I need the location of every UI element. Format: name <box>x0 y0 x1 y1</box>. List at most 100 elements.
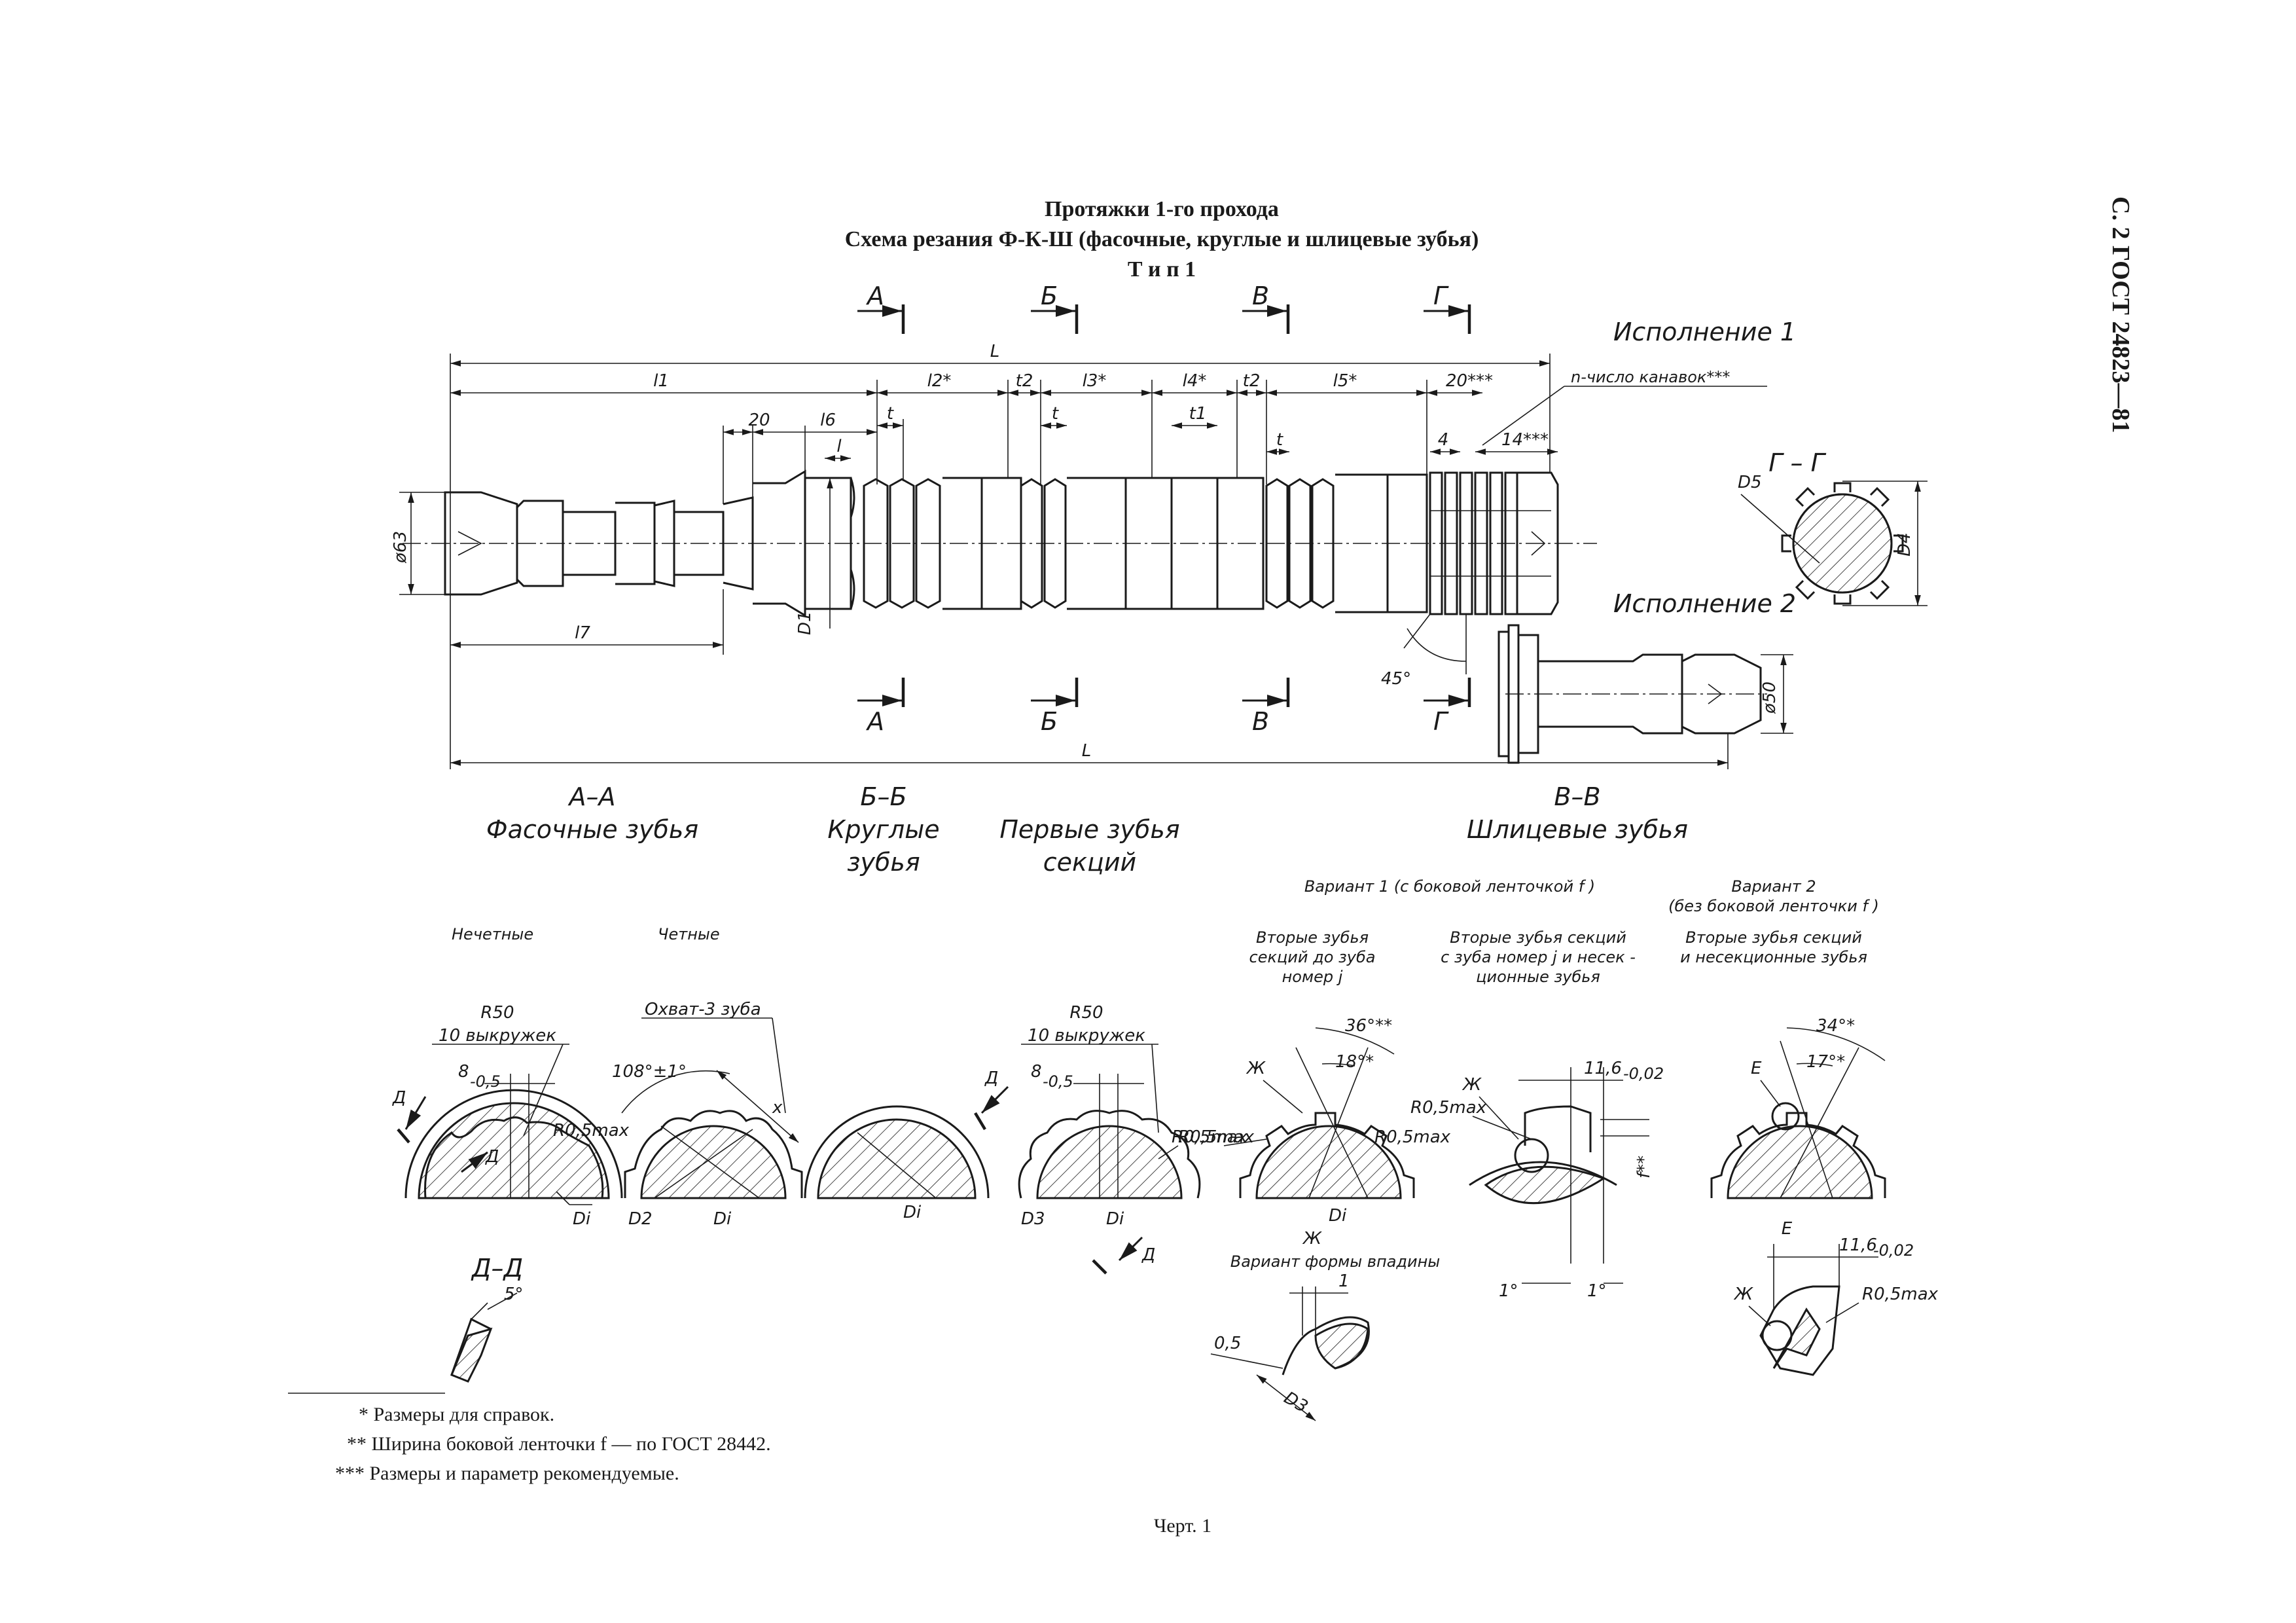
section-GG-title: Г – Г <box>1768 448 1826 477</box>
section-dd: Д–Д 5° <box>450 1254 524 1383</box>
v2-d116tol: -0,02 <box>1873 1241 1914 1260</box>
dim-l4: l4* <box>1183 371 1207 391</box>
dim-l6: l6 <box>820 410 836 430</box>
dim-l7: l7 <box>575 623 590 643</box>
v2-section: 34°* 17°* Е <box>1710 1016 1886 1199</box>
v2-e-title: Е <box>1782 1219 1793 1239</box>
v2-zh: Ж <box>1733 1285 1753 1304</box>
mark-V-top: В <box>1252 282 1269 310</box>
dim-t2-2: t2 <box>1243 371 1261 391</box>
dim-14: 14*** <box>1501 430 1549 450</box>
v1-col2-section: 11,6 -0,02 Ж R0,5max f** 1° 1° <box>1410 1059 1664 1301</box>
v1-Di: Di <box>1329 1206 1347 1226</box>
v1-col1-line3: номер j <box>1282 968 1343 986</box>
aa-Di-even: Di <box>713 1209 732 1229</box>
odd-label: Нечетные <box>452 925 533 943</box>
version-1-label: Исполнение 1 <box>1613 318 1796 346</box>
first-teeth-section: 8 -0,5 R50 10 выкружек Д R0,5max D3 Di Д <box>974 1003 1255 1275</box>
footnote-2: ** Ширина боковой ленточки f — по ГОСТ 2… <box>347 1433 771 1455</box>
cav-title: Вариант формы впадины <box>1230 1252 1441 1271</box>
v2-col-line1: Вторые зубья секций <box>1685 928 1862 947</box>
mark-A-bot: А <box>865 707 884 736</box>
broach-main-view: ø63 D1 L l1 l2* t2 l3* l4* t2 l5* 20*** <box>391 282 1796 769</box>
dd-title: Д–Д <box>471 1254 523 1283</box>
grooves-label: n-число канавок*** <box>1571 368 1730 386</box>
ft-b8tol: -0,5 <box>1043 1072 1073 1091</box>
cav-p05: 0,5 <box>1214 1334 1241 1353</box>
v1-d116tol: -0,02 <box>1623 1065 1664 1083</box>
dim-phi63: ø63 <box>391 531 410 564</box>
dim-D1: D1 <box>795 611 815 635</box>
bb-section: Di <box>804 1105 990 1222</box>
dim-l5: l5* <box>1333 371 1357 391</box>
cav-zh: Ж <box>1302 1229 1322 1249</box>
v1-a1-r: 1° <box>1587 1281 1607 1301</box>
v2-detail-e: Е 11,6 -0,02 Ж R0,5max <box>1733 1219 1939 1376</box>
aa-b8tol: -0,5 <box>470 1072 501 1091</box>
v1-zh2: Ж <box>1462 1075 1482 1095</box>
mark-G-bot: Г <box>1433 707 1449 736</box>
aa-odd-section: 8 -0,5 R50 10 выкружек Д Д R0,5max Di <box>392 1003 630 1229</box>
title-line-3: Т и п 1 <box>1128 257 1196 282</box>
v1-a18: 18°* <box>1335 1052 1374 1072</box>
dim-20-stars: 20*** <box>1446 371 1493 391</box>
v1-r05-r: R0,5max <box>1374 1127 1451 1147</box>
v1-col2-line3: ционные зубья <box>1476 968 1600 986</box>
aa-108: 108°±1° <box>612 1062 687 1082</box>
even-label: Четные <box>658 925 720 943</box>
footnote-3: *** Размеры и параметр рекомендуемые. <box>335 1463 679 1484</box>
dd-5deg: 5° <box>504 1285 524 1304</box>
bb-title: Б–Б <box>860 782 906 811</box>
dim-l1: l1 <box>653 371 669 391</box>
first-teeth-2: секций <box>1043 848 1136 877</box>
title-block: Протяжки 1-го прохода Схема резания Ф-К-… <box>845 197 1479 282</box>
title-line-1: Протяжки 1-го прохода <box>1045 197 1279 221</box>
dim-t-2: t <box>1052 404 1059 424</box>
page-header: С. 2 ГОСТ 24823—81 <box>2107 196 2134 433</box>
mark-V-bot: В <box>1252 707 1269 736</box>
mark-G-top: Г <box>1433 282 1449 310</box>
ft-d-mark-2: Д <box>1141 1245 1155 1265</box>
aa-r50: R50 <box>480 1003 514 1023</box>
aa-r05: R0,5max <box>553 1121 630 1140</box>
cavity-variant: Ж Вариант формы впадины 1 0,5 D3 <box>1210 1229 1441 1421</box>
v1-zh: Ж <box>1246 1059 1266 1078</box>
dim-L-top: L <box>990 342 1000 361</box>
v1-a1-l: 1° <box>1499 1281 1518 1301</box>
v1-f: f** <box>1634 1156 1654 1178</box>
aa-Di: Di <box>573 1209 591 1229</box>
dim-D4: D4 <box>1895 532 1914 556</box>
v1-a36: 36°** <box>1345 1016 1392 1036</box>
mark-A-top: А <box>865 282 884 310</box>
figure-caption: Черт. 1 <box>1154 1515 1211 1537</box>
dim-45deg: 45° <box>1381 669 1411 689</box>
version-2-label: Исполнение 2 <box>1613 589 1796 618</box>
v2-a34: 34°* <box>1816 1016 1855 1036</box>
bb-subtitle-1: Круглые <box>827 815 939 844</box>
footnotes: * Размеры для справок. ** Ширина боковой… <box>335 1404 771 1484</box>
bb-subtitle-2: зубья <box>847 848 920 877</box>
footnote-1: * Размеры для справок. <box>359 1404 554 1425</box>
aa-vyk: 10 выкружек <box>439 1026 556 1046</box>
aa-b8: 8 <box>458 1062 469 1082</box>
aa-subtitle: Фасочные зубья <box>486 815 698 844</box>
bb-Di: Di <box>903 1203 922 1222</box>
dim-L-bottom: L <box>1082 741 1092 761</box>
v2-e: Е <box>1751 1059 1762 1078</box>
cav-D3: D3 <box>1281 1388 1312 1417</box>
variant1-title: Вариант 1 (с боковой ленточкой f ) <box>1304 877 1595 896</box>
ft-r05: R0,5max <box>1178 1127 1255 1147</box>
aa-d-mark: Д <box>392 1088 406 1108</box>
v1-col1-section: 36°** 18°* Ж R0,5max R0,5max Di <box>1172 1016 1451 1226</box>
ft-Di: Di <box>1106 1209 1124 1229</box>
vv-subtitle: Шлицевые зубья <box>1467 815 1688 844</box>
dim-D5: D5 <box>1738 473 1762 492</box>
dim-4: 4 <box>1438 430 1449 450</box>
dim-l3: l3* <box>1083 371 1107 391</box>
dim-t2-1: t2 <box>1016 371 1033 391</box>
ft-D3: D3 <box>1021 1209 1045 1229</box>
first-teeth-1: Первые зубья <box>999 815 1179 844</box>
dim-t1: t1 <box>1189 404 1207 424</box>
v1-col1-line2: секций до зуба <box>1249 948 1376 966</box>
v1-d116: 11,6 <box>1584 1059 1622 1078</box>
